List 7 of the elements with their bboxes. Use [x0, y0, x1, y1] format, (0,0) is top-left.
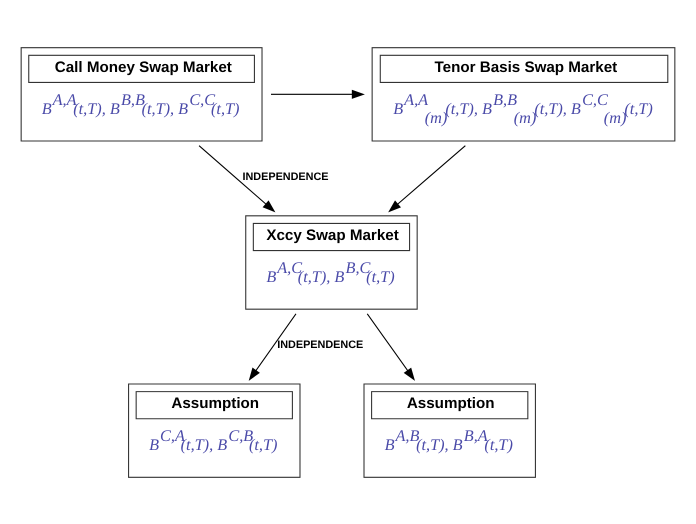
arrow [388, 144, 466, 212]
arrow [198, 144, 276, 212]
edge-label: INDEPENDENCE [277, 338, 364, 351]
edge-label: INDEPENDENCE [242, 170, 329, 183]
arrow [271, 89, 365, 98]
arrow [366, 313, 415, 380]
arrow [248, 313, 296, 380]
